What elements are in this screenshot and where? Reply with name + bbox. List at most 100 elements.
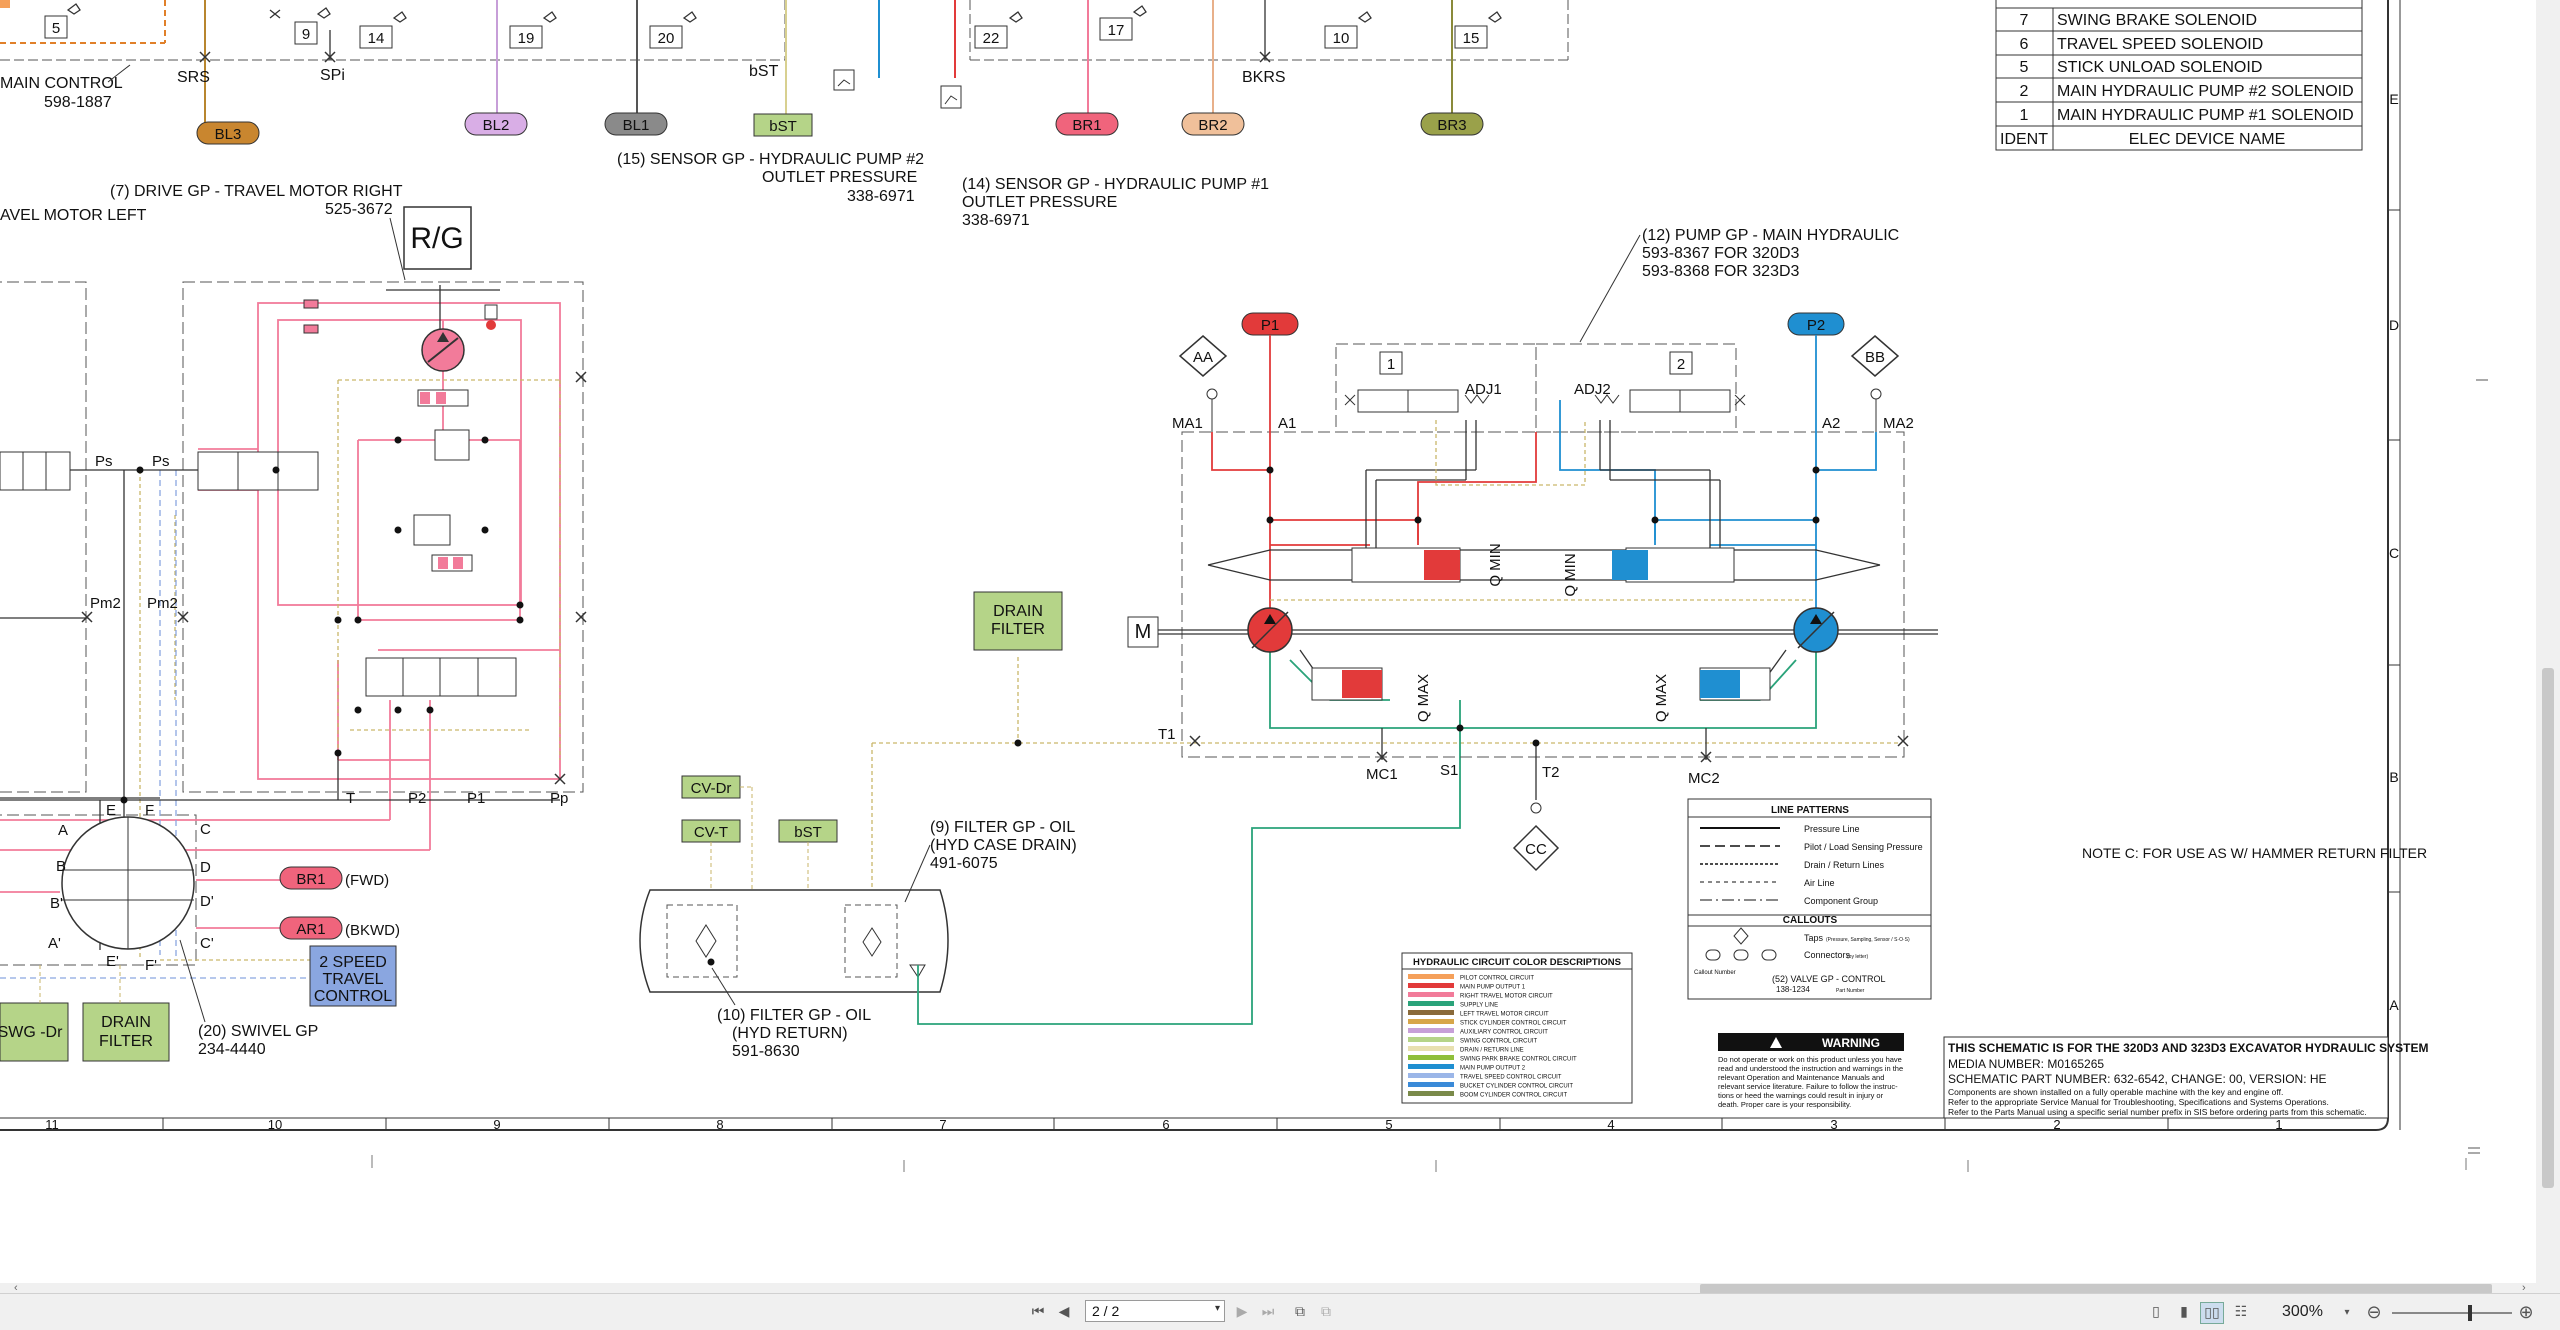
legend-item: Drain / Return Lines (1804, 860, 1885, 870)
swivel-gp-title: (20) SWIVEL GP (198, 1023, 318, 1040)
last-page-icon[interactable]: ⏭ (1261, 1304, 1275, 1320)
color-description: SWING CONTROL CIRCUIT (1460, 1039, 1537, 1045)
solenoid-box-2: 2 (1677, 356, 1685, 373)
chevron-down-icon[interactable]: ▾ (2344, 1306, 2350, 1318)
top-control-section: 5 9 14 19 20 22 17 10 15 (0, 0, 1569, 229)
connectors-note: (by letter) (1847, 954, 1868, 960)
page-number-input[interactable]: 2 / 2 ▾ (1085, 1300, 1225, 1322)
zoom-slider-handle[interactable] (2468, 1305, 2472, 1321)
hydraulic-schematic[interactable]: E D C B A 11 10 9 8 7 6 5 4 3 2 1 (0, 0, 2536, 1283)
travel-motor-section: (7) DRIVE GP - TRAVEL MOTOR RIGHT 525-36… (0, 183, 587, 1062)
port-a1: A1 (1278, 415, 1296, 432)
note-c: NOTE C: FOR USE AS W/ HAMMER RETURN FILT… (2082, 845, 2427, 861)
sensor14-title: (14) SENSOR GP - HYDRAULIC PUMP #1 (962, 176, 1269, 193)
chevron-down-icon[interactable]: ▾ (1214, 1303, 1220, 1314)
rg-label: R/G (410, 222, 463, 255)
connector-br2: BR2 (1198, 117, 1227, 134)
two-page-continuous-icon[interactable]: ☷ (2234, 1304, 2248, 1320)
scroll-right-icon[interactable]: › (2522, 1282, 2526, 1294)
table-header-name: ELEC DEVICE NAME (2129, 131, 2285, 148)
zoom-in-icon[interactable]: ⊕ (2518, 1301, 2534, 1323)
single-page-icon[interactable]: ▯ (2152, 1304, 2160, 1320)
solenoid-number-box: 14 (368, 30, 385, 47)
bkwd-label: (BKWD) (345, 922, 400, 939)
port-pm2: Pm2 (90, 595, 121, 612)
title-block: THIS SCHEMATIC IS FOR THE 320D3 AND 323D… (1943, 1036, 2429, 1119)
swg-dr-label: SWG -Dr (0, 1024, 63, 1041)
color-description: LEFT TRAVEL MOTOR CIRCUIT (1460, 1012, 1549, 1018)
adj2-label: ADJ2 (1574, 381, 1611, 398)
port-t1: T1 (1158, 726, 1176, 743)
next-page-icon[interactable]: ▶ (1236, 1304, 1248, 1320)
part-example: 138-1234 (1776, 985, 1810, 994)
page-number-value: 2 / 2 (1092, 1303, 1120, 1319)
legend-item: Air Line (1804, 878, 1835, 888)
solenoid-box-1: 1 (1387, 356, 1395, 373)
fwd-label: (FWD) (345, 872, 389, 889)
solenoid-number-box: 20 (658, 30, 675, 47)
table-ident: 6 (2020, 36, 2029, 53)
sensor15-title: (15) SENSOR GP - HYDRAULIC PUMP #2 (617, 151, 924, 168)
zoom-slider-track[interactable] (2392, 1312, 2512, 1314)
fit-width-icon[interactable]: ⧉ (1321, 1304, 1331, 1320)
sensor14-part: 338-6971 (962, 212, 1030, 229)
spi-label: SPi (320, 67, 345, 84)
warning-line: read and understood the instruction and … (1718, 1064, 1903, 1073)
table-header-ident: IDENT (2000, 131, 2048, 148)
two-speed-label: CONTROL (314, 988, 392, 1005)
two-page-icon[interactable]: ▯▯ (2200, 1302, 2224, 1324)
swivel-port: B (56, 858, 66, 875)
warning-line: Do not operate or work on this product u… (1718, 1055, 1902, 1064)
ruler-number: 6 (1162, 1117, 1169, 1132)
main-control-label: MAIN CONTROL (0, 75, 123, 92)
drain-filter-label: FILTER (99, 1033, 153, 1050)
port-pp: Pp (550, 790, 568, 807)
vertical-scroll-thumb[interactable] (2542, 668, 2554, 1188)
ruler-number: 7 (939, 1117, 946, 1132)
port-t2: T2 (1542, 764, 1560, 781)
title-note: Refer to the Parts Manual using a specif… (1948, 1107, 2367, 1117)
vertical-scrollbar[interactable] (2536, 0, 2560, 1283)
color-swatch (1408, 1064, 1454, 1069)
solenoid-number-box: 22 (983, 30, 1000, 47)
bkrs-label: BKRS (1242, 69, 1286, 86)
pump-gp-title: (12) PUMP GP - MAIN HYDRAULIC (1642, 227, 1899, 244)
engine-motor-box: M (1135, 621, 1152, 643)
tap-bb: BB (1865, 349, 1885, 366)
zone-letter: A (2389, 997, 2399, 1013)
swivel-gp-part: 234-4440 (198, 1041, 266, 1058)
swivel-port: F' (145, 957, 157, 974)
q-max-label: Q MAX (1415, 674, 1432, 722)
first-page-icon[interactable]: ⏮ (1031, 1304, 1045, 1320)
color-swatch (1408, 1019, 1454, 1024)
color-description: BOOM CYLINDER CONTROL CIRCUIT (1460, 1093, 1567, 1099)
bst-mid-label: bST (794, 824, 822, 841)
ruler-number: 4 (1607, 1117, 1614, 1132)
solenoid-number-box: 10 (1333, 30, 1350, 47)
color-legend-title: HYDRAULIC CIRCUIT COLOR DESCRIPTIONS (1413, 957, 1621, 968)
continuous-icon[interactable]: ▮ (2180, 1304, 2188, 1320)
zoom-level[interactable]: 300% (2282, 1303, 2323, 1320)
title-heading: THIS SCHEMATIC IS FOR THE 320D3 AND 323D… (1948, 1041, 2429, 1055)
warning-block: WARNING Do not operate or work on this p… (1718, 1033, 1904, 1109)
cv-t-label: CV-T (694, 824, 728, 841)
zoom-out-icon[interactable]: ⊖ (2366, 1301, 2382, 1323)
fit-page-icon[interactable]: ⧉ (1295, 1304, 1305, 1320)
connector-p1: P1 (1261, 317, 1279, 334)
connector-bl3: BL3 (215, 126, 242, 143)
color-description: SUPPLY LINE (1460, 1003, 1498, 1009)
prev-page-icon[interactable]: ◀ (1058, 1304, 1070, 1320)
horizontal-scrollbar[interactable]: ‹ › (0, 1282, 2560, 1295)
color-description: AUXILIARY CONTROL CIRCUIT (1460, 1030, 1548, 1036)
line-patterns-legend: LINE PATTERNS Pressure Line Pilot / Load… (1687, 798, 1932, 1000)
swivel-port: E (106, 802, 116, 819)
table-device-name: TRAVEL SPEED SOLENOID (2057, 36, 2263, 53)
solenoid-number-box: 17 (1108, 22, 1125, 39)
pump-gp-part: 593-8368 FOR 323D3 (1642, 263, 1800, 280)
swivel-port: C' (200, 935, 214, 952)
horizontal-scroll-thumb[interactable] (1700, 1284, 2492, 1294)
scroll-left-icon[interactable]: ‹ (14, 1282, 18, 1294)
warning-line: relevant service literature. Failure to … (1718, 1082, 1898, 1091)
table-ident: 7 (2020, 12, 2029, 29)
